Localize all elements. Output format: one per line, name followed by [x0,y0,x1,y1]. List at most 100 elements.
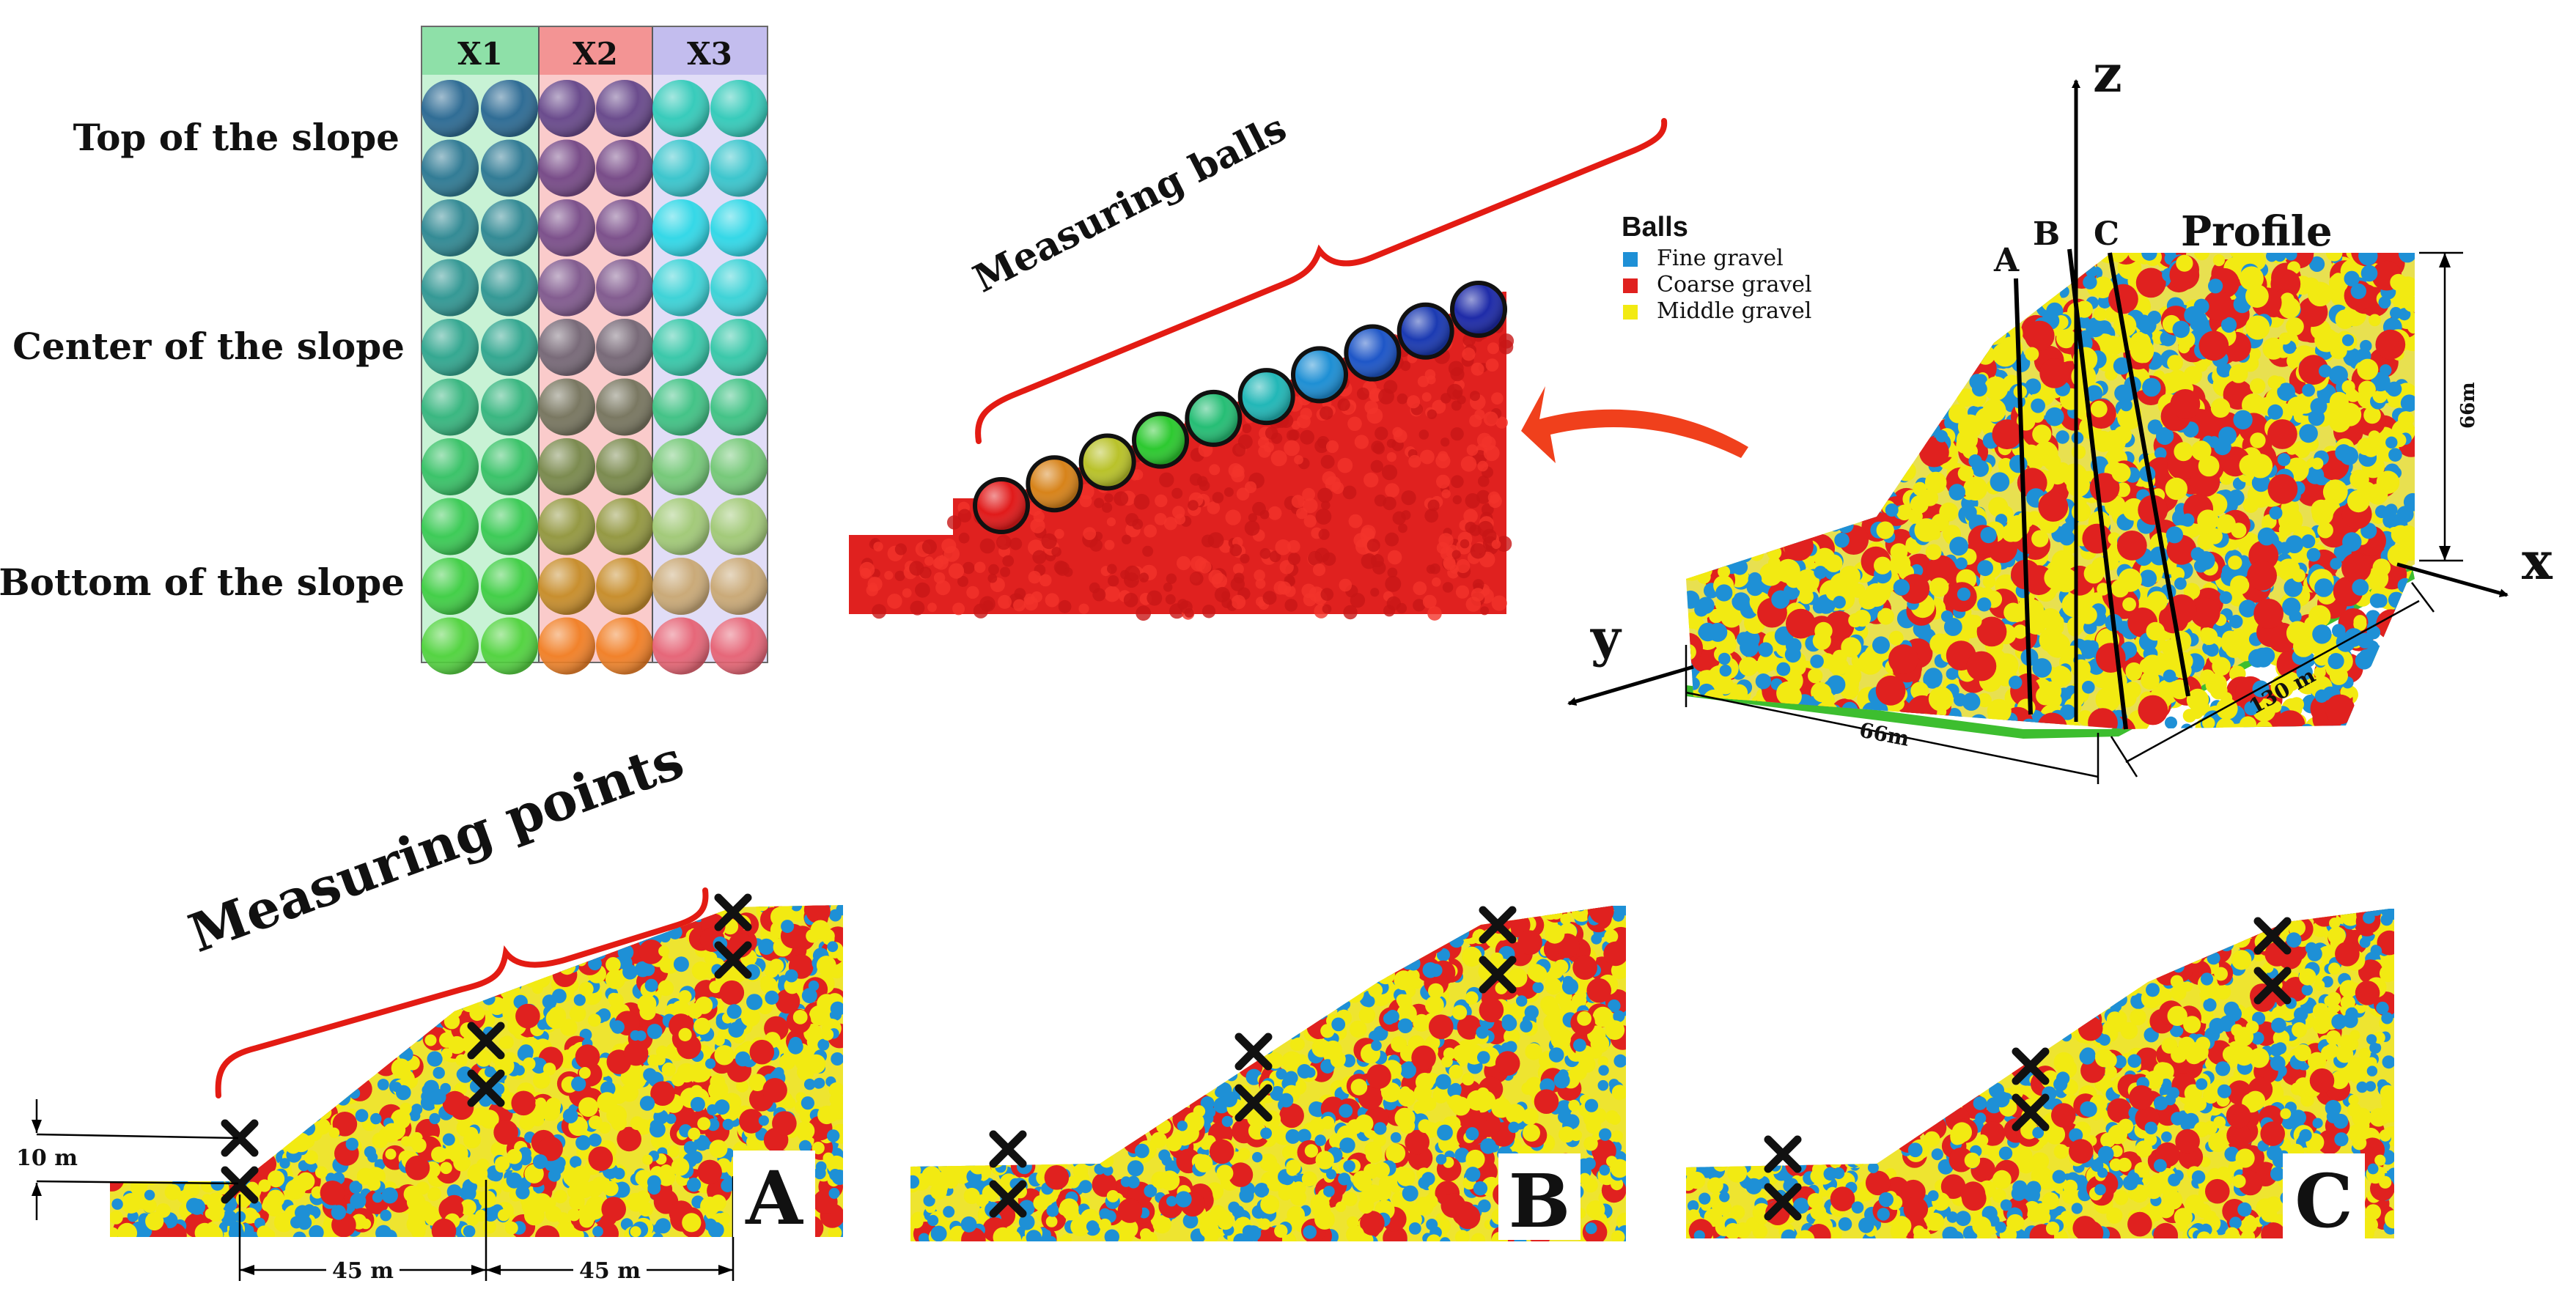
coarse-gravel-particle [1686,354,1713,385]
middle-gravel-particle [1841,457,1858,476]
middle-gravel-particle [160,958,173,971]
legend-sphere-highlight [538,438,595,495]
fine-gravel-particle [2036,271,2048,284]
middle-gravel-particle [430,921,444,936]
middle-gravel-particle [1701,505,1725,528]
fine-gravel-particle [2360,265,2378,282]
middle-gravel-particle [460,930,477,947]
fine-gravel-particle [2402,635,2415,654]
middle-gravel-particle [307,1075,320,1087]
middle-gravel-particle [1825,253,1843,267]
middle-gravel-particle [284,1047,296,1059]
fine-gravel-particle [307,1034,320,1048]
fine-gravel-particle [1821,351,1840,370]
legend-sphere-highlight [596,498,653,555]
middle-gravel-particle [410,905,430,915]
legend-sphere-highlight [710,617,768,675]
measuring-ball-highlight [1295,350,1344,399]
middle-gravel-particle [386,1033,400,1046]
middle-gravel-particle [1968,482,1985,499]
fine-gravel-particle [1897,255,1910,267]
fine-gravel-particle [1698,622,1718,642]
fine-gravel-particle [1932,310,1947,325]
fine-gravel-particle [280,1050,295,1065]
middle-gravel-particle [2029,446,2042,459]
middle-gravel-particle [1877,253,1900,263]
coarse-gravel-particle [1847,492,1877,522]
coarse-gravel-particle [1926,355,1957,386]
middle-gravel-particle [1718,565,1731,578]
fine-gravel-particle [1802,395,1819,411]
middle-gravel-particle [1856,424,1870,437]
middle-gravel-particle [1957,414,1983,439]
middle-gravel-particle [1929,577,1949,597]
middle-gravel-particle [146,1065,163,1082]
fine-gravel-particle [289,1046,303,1060]
middle-gravel-particle [141,1057,152,1068]
middle-gravel-particle [1874,556,1892,575]
fine-gravel-particle [128,1061,140,1074]
coarse-gravel-particle [150,998,175,1023]
middle-gravel-particle [578,981,594,997]
middle-gravel-particle [406,961,422,978]
middle-gravel-particle [1850,405,1865,421]
middle-gravel-particle [297,1000,312,1015]
legend-sphere-highlight [538,139,595,197]
middle-gravel-particle [2071,445,2086,459]
middle-gravel-particle [1965,348,1977,361]
section-label-c: C [2094,215,2119,253]
fine-gravel-particle [1769,512,1781,525]
fine-gravel-particle [707,1222,724,1237]
legend-sphere-highlight [422,139,479,197]
red-particle [958,532,970,544]
middle-gravel-particle [364,1032,380,1048]
middle-gravel-particle [1984,276,2003,295]
red-particle [987,573,998,583]
fine-gravel-particle [325,973,339,986]
middle-gravel-particle [464,967,479,983]
red-particle [1432,399,1446,414]
middle-gravel-particle [399,964,415,980]
coarse-gravel-particle [2038,492,2069,522]
middle-gravel-particle [2122,597,2137,612]
fine-gravel-particle [2314,689,2329,703]
red-particle [1381,465,1398,481]
middle-gravel-particle [1768,556,1781,569]
fine-gravel-particle [1686,368,1707,388]
coarse-gravel-particle [1837,253,1868,273]
middle-gravel-particle [205,961,221,977]
middle-gravel-particle [1871,391,1891,412]
coarse-gravel-particle [128,1025,153,1051]
middle-gravel-particle [2398,411,2414,428]
coarse-gravel-particle [144,1064,170,1089]
fine-gravel-particle [432,937,444,950]
red-particle [1483,445,1500,462]
fine-gravel-particle [758,938,775,955]
legend-swatch-middle [1623,305,1638,320]
middle-gravel-particle [387,912,404,928]
fine-gravel-particle [1855,443,1872,460]
fine-gravel-particle [1869,333,1883,347]
fine-gravel-particle [1760,512,1776,528]
fine-gravel-particle [2156,426,2174,446]
coarse-gravel-particle [1938,272,1969,303]
middle-gravel-particle [2025,347,2039,361]
middle-gravel-particle [111,932,131,952]
middle-gravel-particle [1767,712,1793,729]
middle-gravel-particle [606,957,621,972]
middle-gravel-particle [172,1029,193,1050]
middle-gravel-particle [2380,701,2400,721]
fine-gravel-particle [1712,713,1729,729]
fine-gravel-particle [2300,723,2315,729]
coarse-gravel-particle [1707,365,1737,396]
fine-gravel-particle [2312,624,2332,644]
fine-gravel-particle [1971,299,1986,314]
middle-gravel-particle [285,1072,301,1087]
middle-gravel-particle [1813,375,1828,390]
fine-gravel-particle [1755,345,1773,362]
middle-gravel-particle [2369,314,2381,327]
measuring-balls-brace [975,118,1668,444]
dim-height-label: 66m [2457,382,2479,429]
middle-gravel-particle [1770,525,1792,548]
middle-gravel-particle [409,961,430,982]
